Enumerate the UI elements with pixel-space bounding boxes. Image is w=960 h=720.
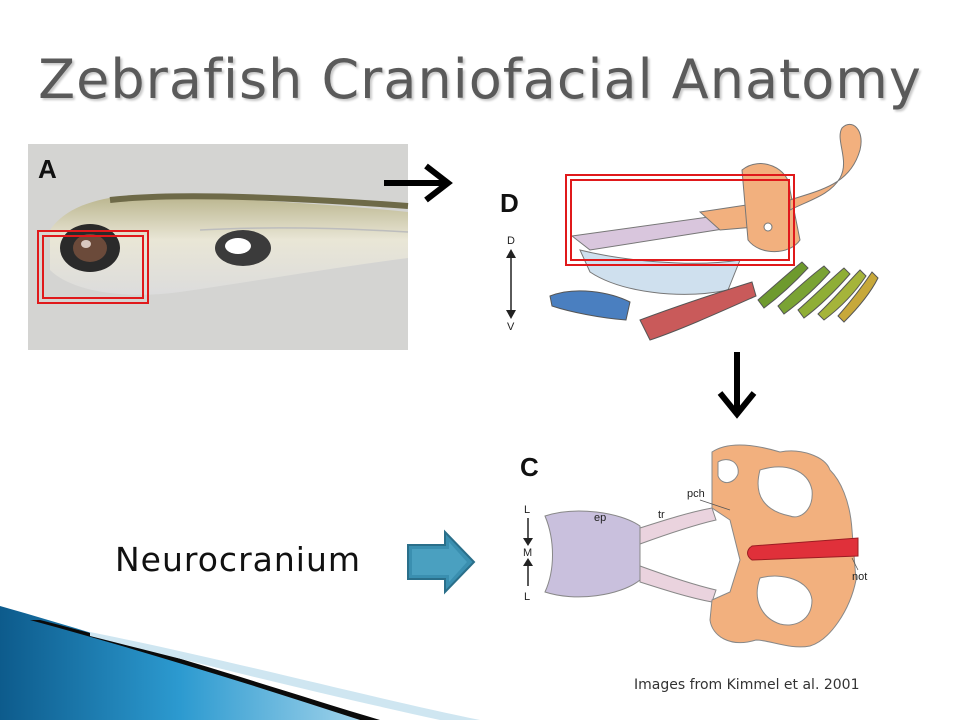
panel-d-axis-top: D [507,235,515,247]
label-tr: tr [658,509,665,521]
panel-c-axis-top: L [524,504,530,516]
label-not: not [852,571,867,583]
arrow-right-icon [384,163,453,203]
panel-d-axis-bottom: V [507,321,515,333]
panel-a-fish-photo: A [28,144,409,350]
panel-a-highlight-box [37,230,149,304]
panel-c-axis-bottom: L [524,591,530,603]
panel-d-lateral-diagram: D D V [500,123,879,341]
panel-c-axis-mid: M [523,547,532,559]
image-credit: Images from Kimmel et al. 2001 [634,677,860,693]
neurocranium-label: Neurocranium [115,540,362,579]
panel-d-highlight-box [565,174,795,266]
panel-a-letter: A [38,154,57,184]
label-pch: pch [687,488,705,500]
panel-c-letter: C [520,452,539,482]
panel-c-neurocranium-diagram: C L M L ep tr pch not [520,444,867,648]
slide-title: Zebrafish Craniofacial Anatomy [38,48,922,111]
arrow-down-icon [717,352,757,419]
decorative-corner [0,606,480,720]
neurocranium-arrow-icon [407,529,476,595]
label-ep: ep [594,512,606,524]
panel-d-letter: D [500,188,519,218]
